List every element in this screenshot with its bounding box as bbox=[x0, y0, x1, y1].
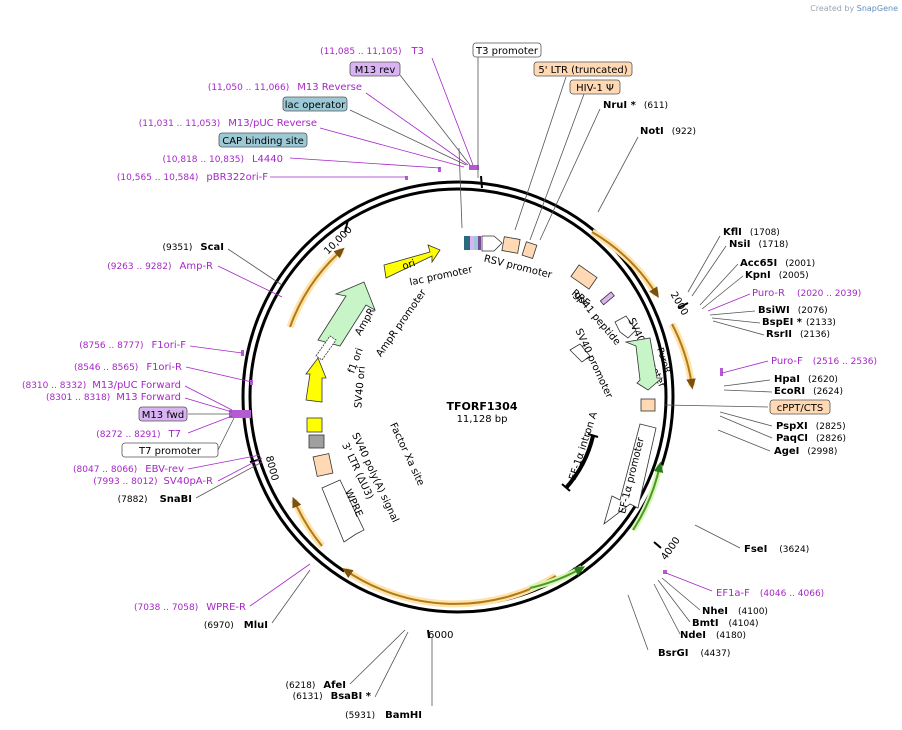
primer-puro-r: Puro-R(2020 .. 2039) bbox=[752, 288, 861, 299]
label-m13-rev: M13 rev bbox=[355, 65, 396, 76]
site-pspxi: PspXI(2825) bbox=[776, 421, 846, 432]
plasmid-length: 11,128 bp bbox=[457, 414, 508, 425]
lac-promoter-label: lac promoter bbox=[409, 264, 475, 288]
site-nhei: NheI(4100) bbox=[702, 606, 768, 617]
site-ecori: EcoRI(2624) bbox=[774, 386, 843, 397]
primer-m13puc-forward: (8310 .. 8332)M13/pUC Forward bbox=[22, 380, 181, 391]
label-5ltr: 5' LTR (truncated) bbox=[538, 65, 627, 76]
site-nsii: NsiI(1718) bbox=[729, 239, 788, 250]
boxed-labels: T3 promoter 5' LTR (truncated) HIV-1 Ψ M… bbox=[121, 42, 831, 458]
site-mlui: (6970)MluI bbox=[204, 620, 268, 631]
ampr-promoter-label: AmpR promoter bbox=[374, 287, 429, 359]
site-bmti: BmtI(4104) bbox=[692, 618, 758, 629]
primer-sv40pa-r: (7993 .. 8012)SV40pA-R bbox=[93, 476, 213, 487]
ori-label: ori bbox=[401, 258, 417, 272]
primer-t3: (11,085 .. 11,105)T3 bbox=[320, 46, 424, 57]
site-afei: (6218)AfeI bbox=[285, 680, 346, 691]
label-cppt-cts: cPPT/CTS bbox=[777, 403, 823, 414]
site-hpai: HpaI(2620) bbox=[774, 374, 838, 385]
primer-ebv-rev: (8047 .. 8066)EBV-rev bbox=[73, 464, 184, 475]
primer-f1ori-f: (8756 .. 8777)F1ori-F bbox=[79, 340, 186, 351]
site-bsabi: (6131)BsaBI * bbox=[293, 691, 372, 702]
feature-rsv-promoter bbox=[481, 235, 538, 260]
site-kpni: KpnI(2005) bbox=[745, 270, 809, 281]
rsv-promoter-label: RSV promoter bbox=[483, 254, 554, 282]
label-m13-fwd: M13 fwd bbox=[142, 410, 184, 421]
site-labels-right: NruI *(611) NotI(922) KflI(1708) NsiI(17… bbox=[603, 100, 877, 659]
feature-wpre: WPRE bbox=[321, 479, 365, 543]
leader-lines-right bbox=[477, 57, 773, 651]
ef1a-arcs bbox=[529, 461, 664, 591]
feature-sv40-promoter-arrows bbox=[569, 315, 637, 363]
tick-label-4000: 4000 bbox=[659, 535, 683, 562]
primer-pbr322ori-f: (10,565 .. 10,584)pBR322ori-F bbox=[117, 172, 268, 183]
site-scai: (9351)ScaI bbox=[162, 242, 224, 253]
site-bsiwi: BsiWI(2076) bbox=[758, 305, 828, 316]
label-hiv1-psi: HIV-1 Ψ bbox=[576, 83, 614, 94]
site-ndei: NdeI(4180) bbox=[680, 630, 746, 641]
primer-m13-forward: (8301 .. 8318)M13 Forward bbox=[46, 392, 181, 403]
tick-marks bbox=[249, 175, 689, 639]
feature-lac-operator-block bbox=[464, 236, 481, 250]
label-cap-binding-site: CAP binding site bbox=[222, 136, 304, 147]
primer-wpre-r: (7038 .. 7058)WPRE-R bbox=[134, 602, 246, 613]
site-labels-left: (11,085 .. 11,105)T3 (11,050 .. 11,066)M… bbox=[22, 46, 424, 721]
site-bspei: BspEI *(2133) bbox=[762, 317, 836, 328]
feature-ampr: AmpR AmpR promoter bbox=[315, 281, 429, 361]
ef1a-intron-label: EF-1α intron A bbox=[568, 410, 601, 481]
label-lac-operator: lac operator bbox=[285, 100, 346, 111]
primer-ef1a-f: EF1a-F(4046 .. 4066) bbox=[716, 588, 824, 599]
sv40-ori-label: SV40 ori bbox=[353, 366, 368, 409]
orf-arcs bbox=[286, 228, 696, 608]
plasmid-name: TFORF1304 bbox=[447, 400, 518, 413]
feature-ef1a-intron: EF-1α intron A bbox=[561, 410, 601, 492]
primer-m13-reverse: (11,050 .. 11,066)M13 Reverse bbox=[208, 82, 362, 93]
label-t3-promoter: T3 promoter bbox=[475, 46, 539, 57]
site-agei: AgeI(2998) bbox=[774, 446, 837, 457]
primer-amp-r: (9263 .. 9282)Amp-R bbox=[107, 261, 213, 272]
leader-lines-left bbox=[184, 57, 474, 706]
site-bsrgi: BsrGI(4437) bbox=[658, 648, 730, 659]
top-cluster-marks bbox=[229, 165, 723, 574]
feature-rre bbox=[570, 264, 615, 306]
watermark-prefix: Created by bbox=[810, 4, 857, 13]
site-nrui: NruI *(611) bbox=[603, 100, 668, 111]
primer-t7: (8272 .. 8291)T7 bbox=[96, 429, 181, 440]
factor-xa-label: Factor Xa site bbox=[387, 421, 426, 487]
primer-m13puc-reverse: (11,031 .. 11,053)M13/pUC Reverse bbox=[139, 118, 317, 129]
primer-puro-f: Puro-F(2516 .. 2536) bbox=[771, 356, 877, 367]
site-noti: NotI(922) bbox=[640, 126, 696, 137]
watermark-brand: SnapGene bbox=[857, 4, 898, 13]
site-fsei: FseI(3624) bbox=[744, 544, 809, 555]
primer-l4440: (10,818 .. 10,835)L4440 bbox=[163, 154, 283, 165]
site-paqci: PaqCI(2826) bbox=[776, 433, 846, 444]
site-snabi: (7882)SnaBI bbox=[118, 494, 192, 505]
feature-sv40-ori-block: SV40 ori bbox=[305, 357, 368, 477]
tick-label-6000: 6000 bbox=[428, 630, 453, 641]
site-acc65i: Acc65I(2001) bbox=[740, 258, 815, 269]
label-t7-promoter: T7 promoter bbox=[138, 446, 202, 457]
site-rsrii: RsrII(2136) bbox=[766, 329, 830, 340]
watermark: Created by SnapGene bbox=[810, 4, 898, 13]
primer-f1ori-r: (8546 .. 8565)F1ori-R bbox=[74, 362, 182, 373]
site-kfli: KflI(1708) bbox=[723, 227, 780, 238]
feature-ori: ori bbox=[383, 244, 441, 279]
site-bamhi: (5931)BamHI bbox=[345, 710, 422, 721]
